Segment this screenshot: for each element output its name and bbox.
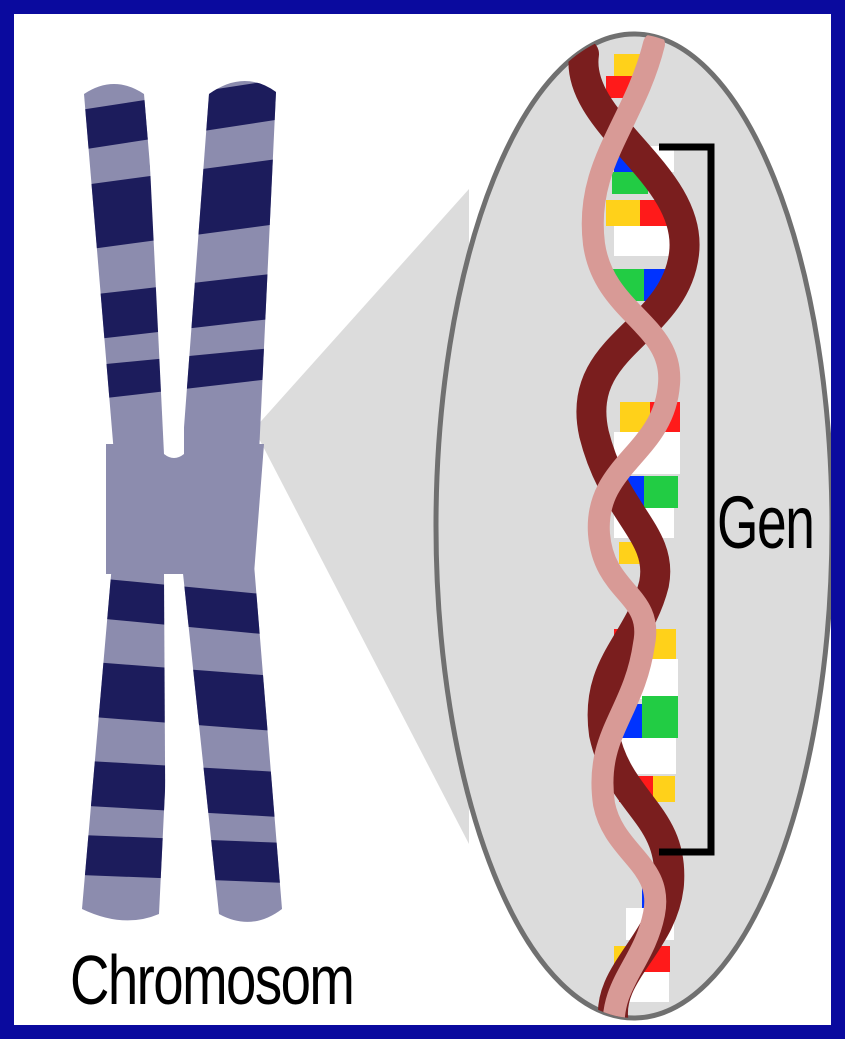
chromosome-label: Chromosom <box>70 940 353 1020</box>
gene-label: Gen <box>717 480 813 565</box>
chromosome <box>54 64 314 944</box>
chromosome-gap-bottom <box>164 574 182 944</box>
